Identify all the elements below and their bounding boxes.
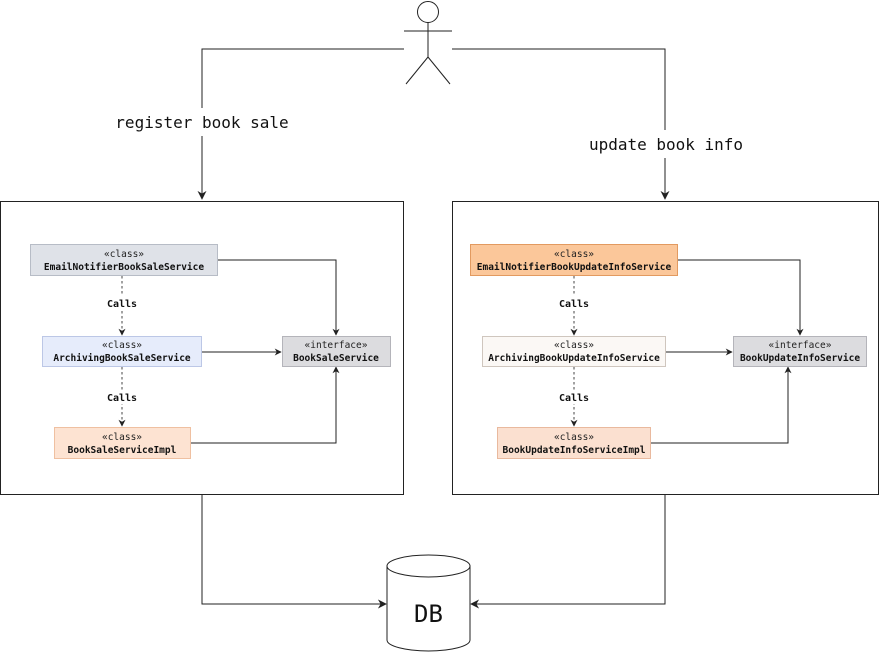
flow-register-book-sale: register book sale — [102, 48, 404, 200]
class-name-label: BookUpdateInfoServiceImpl — [503, 445, 646, 456]
stereotype-label: «class» — [554, 340, 594, 351]
impl-to-interface-connector — [191, 366, 340, 444]
class-name-label: EmailNotifierBookSaleService — [44, 262, 204, 273]
database-label: DB — [414, 600, 443, 628]
stereotype-label: «class» — [102, 340, 142, 351]
stereotype-label: «interface» — [769, 340, 832, 351]
class-name-label: ArchivingBookSaleService — [53, 353, 191, 364]
class-name-label: ArchivingBookUpdateInfoService — [488, 353, 660, 364]
stereotype-label: «class» — [102, 432, 142, 443]
sale-to-db-connector — [201, 495, 387, 609]
calls-label: Calls — [559, 393, 589, 404]
class-name-label: BookSaleService — [293, 353, 379, 364]
stereotype-label: «class» — [554, 432, 594, 443]
flow-label-update: update book info — [589, 135, 743, 154]
update-to-db-connector — [470, 495, 666, 609]
impl-to-interface-connector — [651, 366, 792, 444]
email-notifier-book-update-info-service-node[interactable]: «class» EmailNotifierBookUpdateInfoServi… — [470, 244, 678, 276]
book-update-info-service-interface-node[interactable]: «interface» BookUpdateInfoService — [733, 336, 867, 367]
book-sale-service-impl-node[interactable]: «class» BookSaleServiceImpl — [54, 427, 191, 459]
archiving-book-update-info-service-node[interactable]: «class» ArchivingBookUpdateInfoService — [482, 336, 666, 367]
calls-label: Calls — [107, 299, 137, 310]
calls-label: Calls — [107, 393, 137, 404]
class-name-label: BookUpdateInfoService — [740, 353, 860, 364]
book-update-info-service-impl-node[interactable]: «class» BookUpdateInfoServiceImpl — [497, 427, 651, 459]
flow-label-register: register book sale — [115, 113, 288, 132]
email-to-interface-connector — [218, 259, 340, 336]
flow-update-book-info: update book info — [452, 48, 757, 200]
class-name-label: BookSaleServiceImpl — [68, 445, 177, 456]
archiving-book-sale-service-node[interactable]: «class» ArchivingBookSaleService — [42, 336, 202, 367]
email-to-interface-connector — [678, 259, 804, 336]
book-sale-service-interface-node[interactable]: «interface» BookSaleService — [282, 336, 391, 367]
stereotype-label: «interface» — [305, 340, 368, 351]
stereotype-label: «class» — [554, 249, 594, 260]
actor-icon — [404, 1, 452, 85]
book-update-info-service-container: Calls Calls «class» EmailNotifierBookUpd… — [452, 201, 879, 495]
stereotype-label: «class» — [104, 249, 144, 260]
book-sale-service-container: Calls Calls «class» EmailNotifierBookSal… — [0, 201, 404, 495]
class-name-label: EmailNotifierBookUpdateInfoService — [477, 262, 672, 273]
flow-label-bg — [575, 130, 757, 158]
calls-label: Calls — [559, 299, 589, 310]
database-icon[interactable]: DB — [386, 554, 471, 652]
flow-label-bg — [102, 108, 302, 136]
email-notifier-book-sale-service-node[interactable]: «class» EmailNotifierBookSaleService — [30, 244, 218, 276]
